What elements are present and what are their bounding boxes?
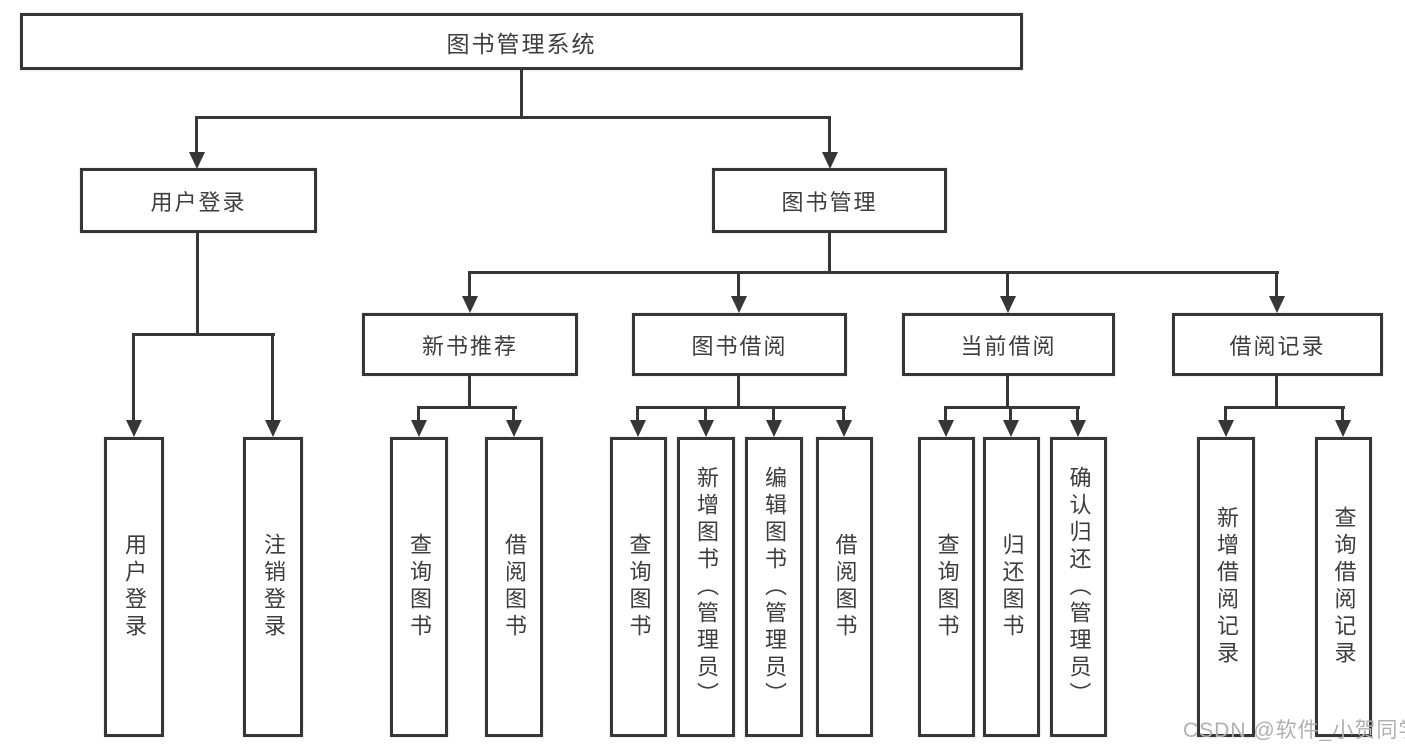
leaf-label: 归还图书	[999, 533, 1025, 641]
node-new-book-recommend: 新书推荐	[362, 313, 578, 376]
connector-line	[828, 233, 831, 273]
arrow-down-icon	[1218, 420, 1234, 437]
connector-line	[828, 117, 831, 154]
leaf-query-borrow-record: 查询借阅记录	[1315, 437, 1372, 737]
arrow-down-icon	[698, 420, 714, 437]
leaf-label: 新增借阅记录	[1214, 506, 1239, 668]
arrow-down-icon	[1269, 296, 1285, 313]
connector-line	[842, 407, 845, 423]
arrow-down-icon	[836, 420, 852, 437]
node-current-borrow: 当前借阅	[902, 313, 1115, 376]
connector-line	[1009, 407, 1012, 423]
connector-line	[196, 233, 199, 335]
connector-line	[132, 333, 275, 336]
leaf-edit-books-admin: 编辑图书（管理员）	[745, 437, 803, 737]
leaf-confirm-return-admin: 确认归还（管理员）	[1050, 437, 1107, 737]
node-user-login: 用户登录	[80, 168, 317, 233]
leaf-add-borrow-record: 新增借阅记录	[1197, 437, 1255, 737]
connector-line	[195, 117, 198, 154]
connector-line	[1006, 272, 1009, 298]
connector-line	[468, 271, 1279, 274]
leaf-label: 查询图书	[626, 533, 652, 641]
node-borrow-record-label: 借阅记录	[1229, 333, 1326, 359]
connector-line	[132, 334, 135, 422]
connector-line	[468, 272, 471, 298]
leaf-label: 用户登录	[122, 533, 147, 641]
leaf-label: 查询图书	[934, 533, 960, 641]
arrow-down-icon	[189, 152, 205, 169]
leaf-borrow-books-recommend: 借阅图书	[485, 437, 543, 737]
connector-line	[1275, 272, 1278, 298]
connector-line	[704, 407, 707, 423]
connector-line	[1076, 407, 1079, 423]
csdn-watermark: CSDN @软件_小贺同学	[1183, 719, 1405, 742]
arrow-down-icon	[731, 296, 747, 313]
leaf-label: 查询借阅记录	[1331, 506, 1357, 668]
connector-line	[520, 68, 523, 118]
connector-line	[737, 272, 740, 298]
arrow-down-icon	[1335, 420, 1351, 437]
connector-line	[737, 376, 740, 409]
connector-line	[636, 406, 846, 409]
node-user-login-label: 用户登录	[150, 189, 247, 215]
connector-line	[944, 407, 947, 423]
leaf-label: 借阅图书	[502, 533, 527, 641]
leaf-logout: 注销登录	[243, 437, 303, 737]
connector-line	[195, 116, 831, 119]
arrow-down-icon	[1000, 296, 1016, 313]
connector-line	[512, 407, 515, 423]
arrow-down-icon	[630, 420, 646, 437]
connector-line	[1224, 407, 1227, 423]
connector-line	[1224, 406, 1345, 409]
leaf-query-books-recommend: 查询图书	[390, 437, 448, 737]
connector-line	[417, 407, 420, 423]
arrow-down-icon	[462, 296, 478, 313]
connector-line	[271, 334, 274, 422]
connector-line	[772, 407, 775, 423]
leaf-query-books-current: 查询图书	[918, 437, 975, 737]
arrow-down-icon	[506, 420, 522, 437]
arrow-down-icon	[938, 420, 954, 437]
arrow-down-icon	[1070, 420, 1086, 437]
node-book-borrow-label: 图书借阅	[691, 333, 788, 359]
leaf-user-login: 用户登录	[104, 437, 164, 737]
arrow-down-icon	[411, 420, 427, 437]
arrow-down-icon	[822, 152, 838, 169]
node-book-borrow: 图书借阅	[632, 313, 847, 376]
node-new-book-recommend-label: 新书推荐	[421, 333, 518, 359]
node-current-borrow-label: 当前借阅	[960, 333, 1057, 359]
leaf-label: 查询图书	[407, 533, 432, 641]
connector-line	[636, 407, 639, 423]
leaf-label: 编辑图书（管理员）	[762, 465, 787, 709]
connector-line	[468, 376, 471, 409]
arrow-down-icon	[766, 420, 782, 437]
leaf-borrow-books: 借阅图书	[816, 437, 873, 737]
connector-line	[417, 406, 517, 409]
connector-line	[944, 406, 1080, 409]
leaf-query-books-borrow: 查询图书	[610, 437, 667, 737]
node-borrow-record: 借阅记录	[1172, 313, 1383, 376]
connector-line	[1275, 376, 1278, 409]
arrow-down-icon	[126, 420, 142, 437]
arrow-down-icon	[265, 420, 281, 437]
node-book-management: 图书管理	[712, 168, 947, 233]
leaf-label: 注销登录	[261, 533, 286, 641]
node-root: 图书管理系统	[20, 13, 1023, 70]
leaf-return-books: 归还图书	[983, 437, 1040, 737]
node-root-label: 图书管理系统	[446, 30, 597, 57]
leaf-add-books-admin: 新增图书（管理员）	[677, 437, 735, 737]
connector-line	[1341, 407, 1344, 423]
leaf-label: 借阅图书	[832, 533, 858, 641]
node-book-management-label: 图书管理	[781, 189, 878, 215]
arrow-down-icon	[1003, 420, 1019, 437]
leaf-label: 确认归还（管理员）	[1066, 465, 1092, 709]
leaf-label: 新增图书（管理员）	[694, 465, 719, 709]
connector-line	[1006, 376, 1009, 409]
